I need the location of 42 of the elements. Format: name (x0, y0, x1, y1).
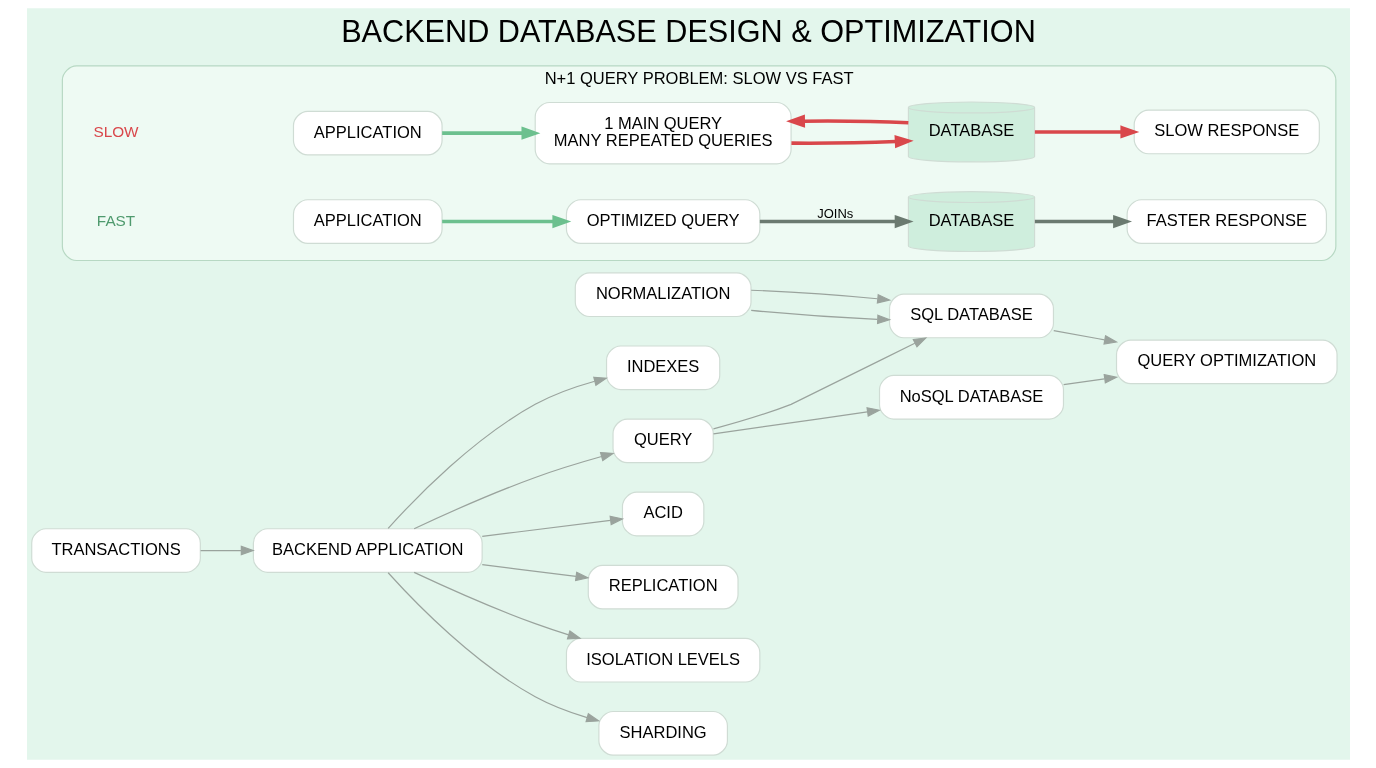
node-box: QUERY (611, 418, 714, 464)
node-box: BACKEND APPLICATION (252, 528, 483, 573)
arrow (441, 214, 571, 229)
node-box: ACID (621, 491, 704, 537)
node-box: SHARDING (597, 710, 728, 756)
arrow (785, 114, 908, 128)
edge-label: JOINs (816, 205, 853, 221)
arrow (1034, 214, 1132, 229)
arrow (1052, 330, 1118, 345)
arrow (750, 289, 891, 304)
arrow (481, 515, 624, 537)
arrow (712, 337, 927, 430)
arrow (1062, 373, 1118, 386)
node-box: SQL DATABASE (888, 293, 1054, 339)
arrow (413, 571, 582, 640)
arrow (1034, 125, 1139, 139)
node-box: NORMALIZATION (574, 272, 752, 318)
arrow (413, 451, 615, 530)
node-box: 1 MAIN QUERY MANY REPEATED QUERIES (534, 101, 792, 165)
node-box: OPTIMIZED QUERY (565, 199, 760, 244)
node-box: REPLICATION (587, 564, 739, 610)
node-box: FASTER RESPONSE (1126, 199, 1327, 244)
label: FAST (96, 211, 135, 229)
arrow (712, 407, 881, 435)
arrow (750, 309, 891, 325)
arrow (481, 564, 590, 582)
arrow (387, 376, 608, 529)
arrow (387, 572, 600, 723)
node-box: APPLICATION (292, 110, 443, 156)
node-box: NoSQL DATABASE (878, 374, 1064, 420)
node-box: ISOLATION LEVELS (565, 637, 760, 683)
diagram-title: BACKEND DATABASE DESIGN & OPTIMIZATION (340, 14, 1036, 49)
arrow (790, 134, 914, 149)
node-box: SLOW RESPONSE (1133, 109, 1320, 155)
node-box: APPLICATION (292, 199, 443, 244)
arrow (199, 545, 255, 556)
node-box: TRANSACTIONS (30, 528, 201, 573)
arrow (759, 214, 914, 229)
label: SLOW (92, 123, 139, 141)
arrow (441, 126, 540, 140)
node-box: INDEXES (605, 345, 720, 391)
node-box: QUERY OPTIMIZATION (1115, 339, 1338, 385)
